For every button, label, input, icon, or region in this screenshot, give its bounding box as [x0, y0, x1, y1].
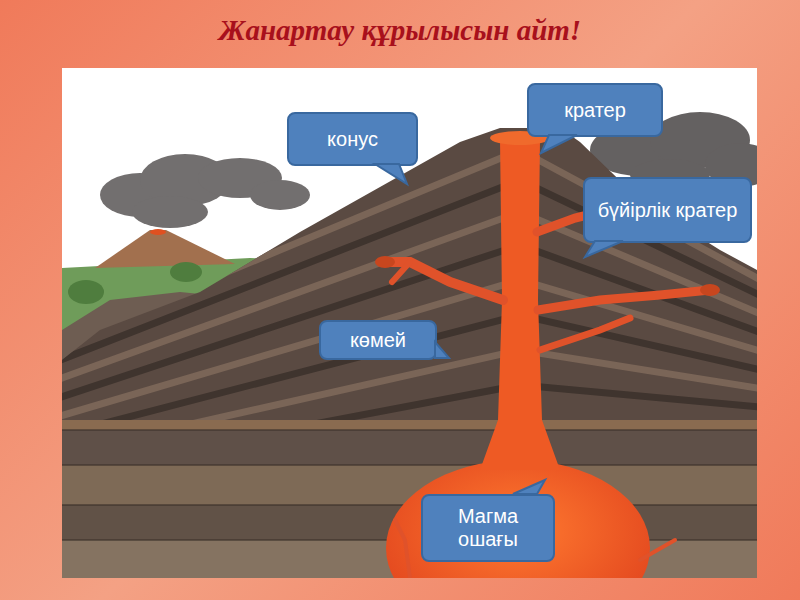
magma-chamber [386, 460, 650, 578]
callout-tail [375, 164, 407, 184]
callout-text-wrap: кратер [556, 95, 634, 126]
distant-volcano [95, 230, 235, 268]
callout-box: кратер [527, 83, 663, 137]
callout-tail [435, 342, 449, 358]
callout-label: кратер [564, 99, 626, 122]
callout-box: көмей [319, 320, 437, 360]
callout-tail [585, 241, 623, 257]
callout-tail [513, 480, 545, 494]
callout-box: бүйірлік кратер [583, 177, 752, 243]
callout-box: Магма ошағы [421, 494, 555, 562]
callout-box: конус [287, 112, 418, 166]
callout-text-wrap: бүйірлік кратер [590, 195, 746, 226]
callout-label: көмей [350, 329, 406, 352]
cone-strata [62, 150, 757, 476]
callout-text-wrap: Магма ошағы [423, 501, 553, 555]
slide-title: Жанартау құрылысын айт! [0, 14, 800, 47]
rock-layer [62, 430, 757, 465]
distant-crater [150, 229, 166, 235]
callout-text-wrap: көмей [342, 325, 414, 356]
callout-label: бүйірлік кратер [598, 199, 738, 222]
callout-text-wrap: конус [319, 124, 386, 155]
callout-tail [541, 135, 577, 153]
callout-label: Магма ошағы [431, 505, 545, 551]
smoke-cloud [100, 154, 310, 228]
lava-vent-mouth [375, 256, 720, 296]
callout-label: конус [327, 128, 378, 151]
side-vent [385, 212, 710, 578]
